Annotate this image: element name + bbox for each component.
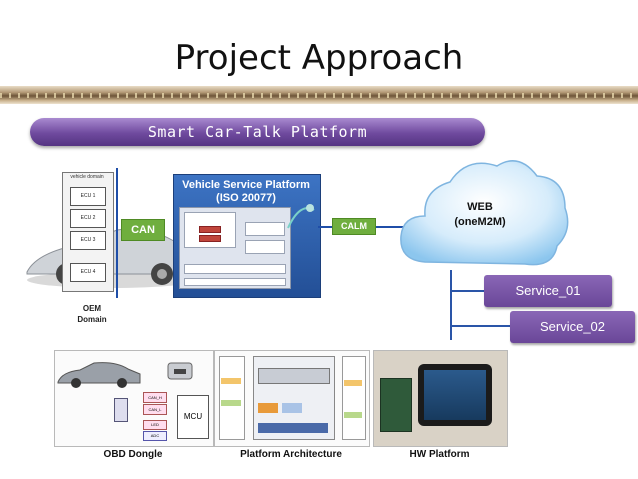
ecu-1: ECU 1 bbox=[70, 187, 106, 206]
obd-connector bbox=[114, 398, 128, 422]
arch-block bbox=[221, 378, 241, 384]
vehicle-service-platform-title: Vehicle Service Platform (ISO 20077) bbox=[173, 179, 319, 205]
arch-block bbox=[344, 380, 362, 386]
oem-domain-label: OEM Domain bbox=[62, 303, 122, 325]
caption-obd-dongle: OBD Dongle bbox=[103, 449, 163, 460]
caption-platform-architecture: Platform Architecture bbox=[240, 449, 342, 460]
caption-hw-platform: HW Platform bbox=[409, 449, 470, 460]
vehicle-domain-label: vehicle domain bbox=[70, 174, 104, 180]
arch-block bbox=[258, 423, 328, 433]
vsp-title-line2: (ISO 20077) bbox=[216, 192, 276, 204]
obd-chip: CAN_L bbox=[143, 404, 167, 415]
circuit-board bbox=[380, 378, 412, 432]
service-02-connector bbox=[450, 325, 510, 327]
mcu-box: MCU bbox=[177, 395, 209, 439]
web-label: WEB (oneM2M) bbox=[440, 200, 520, 230]
platform-bar bbox=[30, 118, 485, 146]
obd-chip: CAN_H bbox=[143, 392, 167, 403]
oem-label-line2: Domain bbox=[77, 315, 107, 324]
can-bus-line bbox=[116, 168, 118, 298]
car-image bbox=[57, 362, 141, 388]
service-02-box: Service_02 bbox=[510, 311, 635, 343]
ecu-3: ECU 3 bbox=[70, 231, 106, 250]
arch-block bbox=[221, 400, 241, 406]
obd-dongle-icon bbox=[167, 362, 193, 380]
service-01-connector bbox=[450, 290, 484, 292]
slide-title: Project Approach bbox=[174, 38, 464, 78]
arch-block bbox=[282, 403, 302, 413]
vsp-module-highlight bbox=[199, 235, 221, 242]
vsp-gear-icon bbox=[287, 204, 315, 229]
vsp-module-highlight bbox=[199, 226, 221, 233]
ecu-2: ECU 2 bbox=[70, 209, 106, 228]
arch-left-column bbox=[219, 356, 245, 440]
vsp-layer bbox=[184, 264, 286, 274]
obd-chip: ADC bbox=[143, 431, 167, 441]
vsp-title-line1: Vehicle Service Platform bbox=[182, 179, 310, 191]
arch-block bbox=[344, 412, 362, 418]
vsp-module bbox=[245, 222, 285, 236]
platform-bar-label: Smart Car-Talk Platform bbox=[147, 123, 368, 141]
vsp-module bbox=[245, 240, 285, 254]
obd-chip: LED bbox=[143, 420, 167, 430]
calm-label-box: CALM bbox=[332, 218, 376, 235]
web-label-line2: (oneM2M) bbox=[454, 216, 506, 228]
tablet-screen bbox=[424, 370, 486, 420]
arch-right-column bbox=[342, 356, 366, 440]
ecu-4: ECU 4 bbox=[70, 263, 106, 282]
cloud-icon bbox=[400, 160, 569, 266]
skyline-lights-decoration bbox=[0, 93, 638, 98]
service-01-box: Service_01 bbox=[484, 275, 612, 307]
vsp-layer bbox=[184, 278, 286, 286]
arch-block bbox=[258, 368, 330, 384]
arch-block bbox=[258, 403, 278, 413]
can-label-box: CAN bbox=[121, 219, 165, 241]
service-trunk-line bbox=[450, 270, 452, 340]
oem-label-line1: OEM bbox=[82, 304, 102, 313]
web-label-line1: WEB bbox=[467, 201, 493, 213]
